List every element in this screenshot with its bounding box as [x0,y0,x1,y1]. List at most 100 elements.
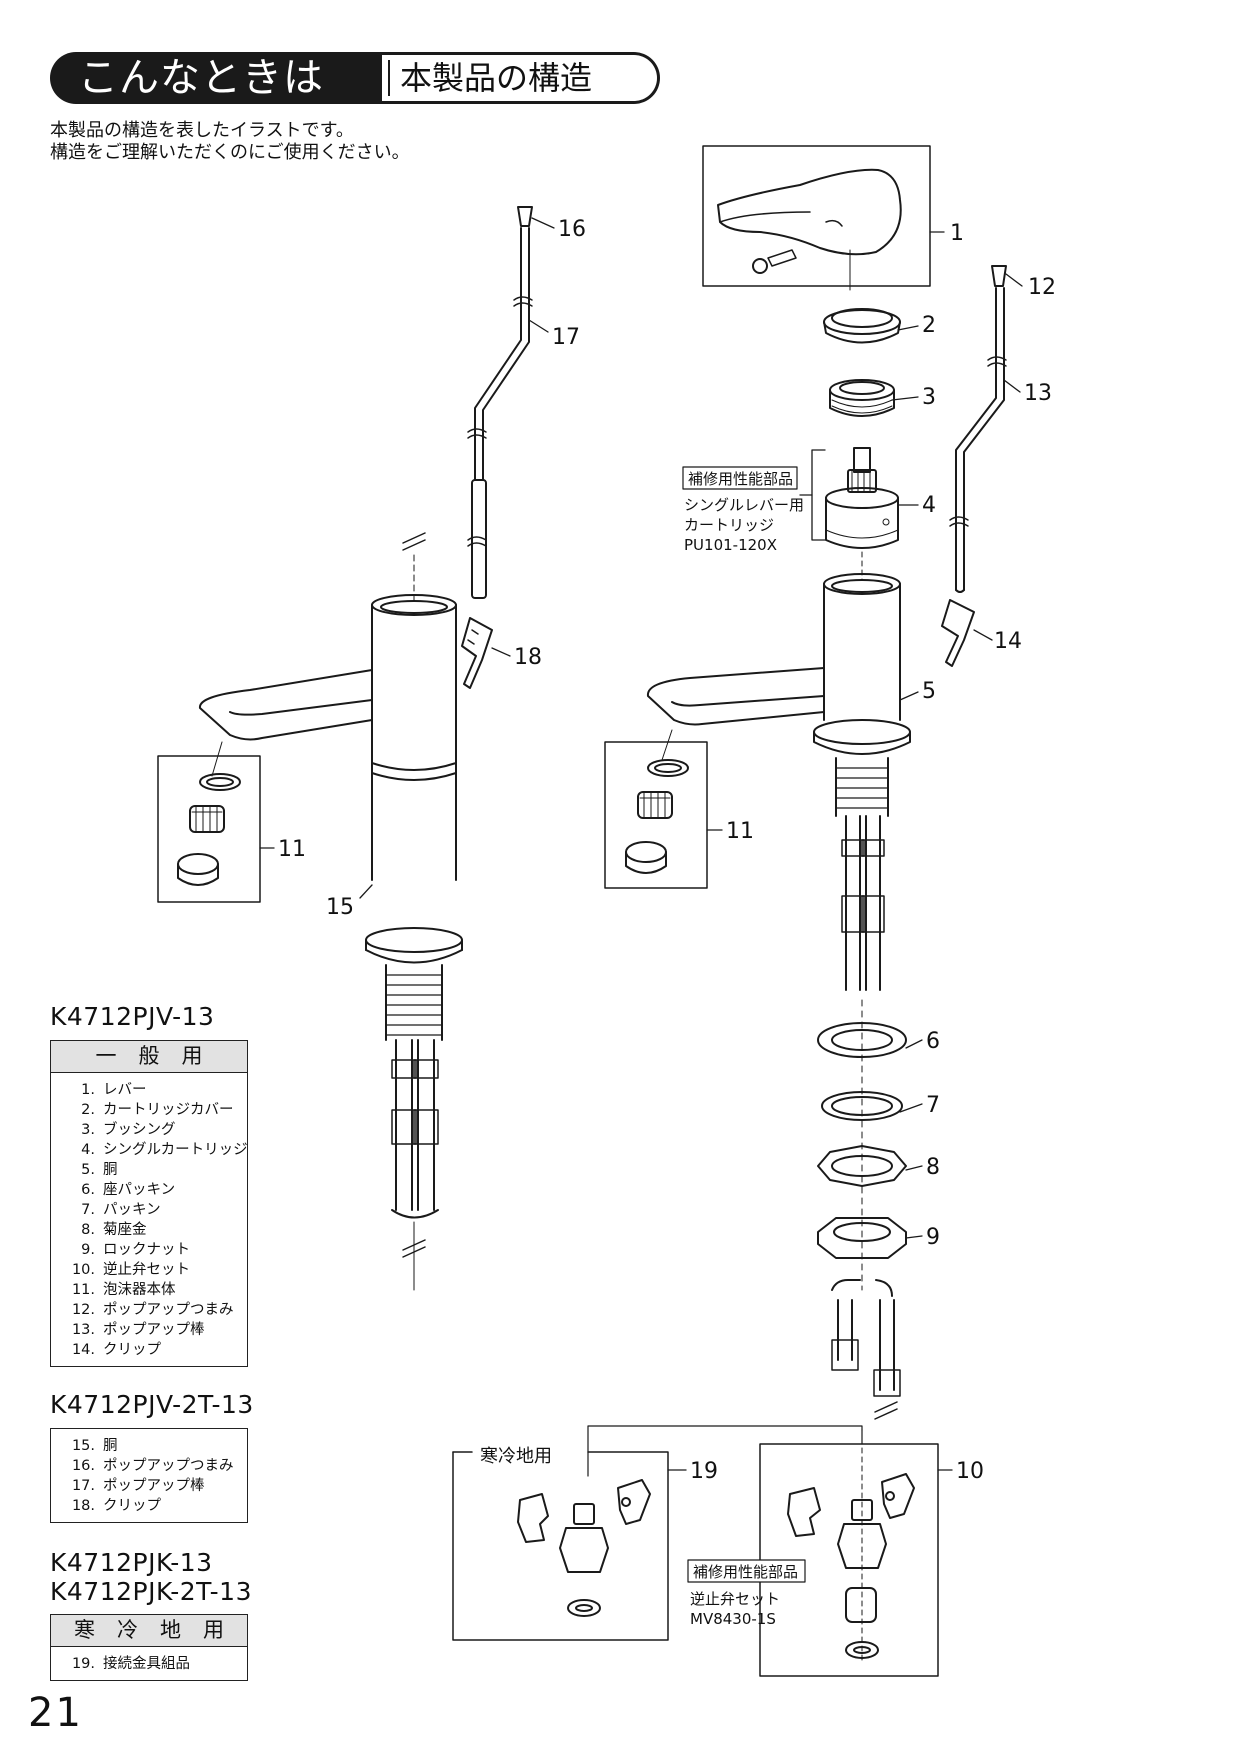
popup-knob-16-illustration [517,206,533,227]
parts-item-label: クリップ [103,1342,161,1358]
parts-list-item: 15. 胴 [59,1436,247,1456]
parts-table-cold-header: 寒冷地用 [51,1615,247,1647]
parts-list-item: 7. パッキン [59,1200,247,1220]
parts-item-label: 胴 [103,1162,118,1178]
callout-2: 2 [922,313,936,338]
parts-list-item: 3.ブッシング [59,1120,247,1140]
parts-item-number: 14. [71,1342,95,1358]
parts-item-number: 7. [81,1202,95,1218]
parts-item-label: パッキン [103,1202,161,1218]
parts-item-label: ポップアップつまみ [103,1302,234,1318]
cartridge-badge: 補修用性能部品 [688,470,793,488]
callout-11-left: 11 [278,837,306,862]
parts-item-number: 12. [71,1302,95,1318]
parts-item-label: 逆止弁セット [103,1262,190,1278]
callout-12: 12 [1028,275,1056,300]
parts-item-label: ポップアップ棒 [103,1478,205,1494]
right-faucet-assembly [604,145,1007,1420]
leader-lines [259,217,1023,1471]
cartridge-line-1: シングルレバー用 [684,496,804,514]
valve-boxes [452,1425,939,1677]
valve-code: MV8430-1S [690,1610,776,1628]
model-name-2: K4712PJV-2T-13 [50,1390,254,1419]
parts-list-item: 11. 泡沫器本体 [59,1280,247,1300]
parts-list-cold: 19. 接続金具組品 [51,1647,247,1680]
parts-item-number: 19. [71,1656,95,1672]
model-name-3a: K4712PJK-13 [50,1548,213,1577]
parts-item-number: 8. [81,1222,95,1238]
parts-item-label: シングルカートリッジ [103,1142,248,1158]
lock-nut-9-illustration [817,1217,907,1259]
page-number: 21 [28,1690,83,1736]
parts-item-number: 18. [71,1498,95,1514]
parts-item-number: 16. [71,1458,95,1474]
parts-item-number: 2. [81,1102,95,1118]
parts-table-cold: 寒冷地用 19. 接続金具組品 [50,1614,248,1681]
body-5-illustration [823,583,901,721]
parts-item-label: 泡沫器本体 [103,1282,176,1298]
callout-19: 19 [690,1459,718,1484]
callout-14: 14 [994,629,1022,654]
parts-item-number: 1. [81,1082,95,1098]
parts-item-number: 11. [71,1282,95,1298]
parts-item-number: 13. [71,1322,95,1338]
callout-7: 7 [926,1093,940,1118]
cartridge-4-illustration [853,447,871,473]
intro-line-2: 構造をご理解いただくのにご使用ください。 [50,142,410,163]
callout-9: 9 [926,1225,940,1250]
callout-4: 4 [922,493,936,518]
parts-item-label: 座パッキン [103,1182,176,1198]
callout-3: 3 [922,385,936,410]
callout-numbers: 1 2 3 4 5 6 7 8 9 10 11 11 12 13 14 15 1… [278,217,1056,1484]
model-name-1: K4712PJV-13 [50,1002,215,1031]
model-name-3b: K4712PJK-2T-13 [50,1577,252,1606]
header-title-white: 本製品の構造 [382,52,660,104]
parts-item-label: ポップアップつまみ [103,1458,234,1474]
parts-item-number: 9. [81,1242,95,1258]
lever-1-illustration [717,168,902,256]
parts-item-number: 15. [71,1438,95,1454]
parts-item-label: 胴 [103,1438,118,1454]
parts-item-number: 6. [81,1182,95,1198]
parts-table-general-header: 一般用 [51,1041,247,1073]
callout-17: 17 [552,325,580,350]
washer-8-illustration [817,1145,907,1187]
parts-item-label: ロックナット [103,1242,190,1258]
parts-item-label: 菊座金 [103,1222,147,1238]
popup-rod-13-illustration [955,287,1005,591]
cold-region-label: 寒冷地用 [480,1446,552,1467]
parts-list-item: 2. カートリッジカバー [59,1100,247,1120]
intro-line-1: 本製品の構造を表したイラストです。 [50,120,354,141]
valve-line-1: 逆止弁セット [690,1590,780,1608]
parts-list-item: 19. 接続金具組品 [59,1654,247,1674]
callout-15: 15 [326,895,354,920]
section-header: こんなときは 本製品の構造 [50,52,660,104]
parts-item-label: 接続金具組品 [103,1656,190,1672]
parts-list-item: 8. 菊座金 [59,1220,247,1240]
part-labels: 補修用性能部品 シングルレバー用 カートリッジ PU101-120X 寒冷地用 … [480,466,806,1628]
parts-list-item: 6. 座パッキン [59,1180,247,1200]
parts-item-label: カートリッジカバー [103,1102,234,1118]
callout-10: 10 [956,1459,984,1484]
valve-badge: 補修用性能部品 [693,1563,798,1581]
callout-13: 13 [1024,381,1052,406]
popup-knob-12-illustration [991,265,1007,287]
parts-list-item: 14. クリップ [59,1340,247,1360]
parts-item-number: 5. [81,1162,95,1178]
clip-14-illustration [941,599,975,667]
parts-item-number: 17. [71,1478,95,1494]
clip-18-illustration [461,617,493,689]
callout-11-right: 11 [726,819,754,844]
lever-box [702,145,931,287]
parts-item-label: レバー [103,1082,147,1098]
parts-list-item: 5. 胴 [59,1160,247,1180]
parts-list-item: 17. ポップアップ棒 [59,1476,247,1496]
cartridge-line-2: カートリッジ [684,516,774,534]
callout-16: 16 [558,217,586,242]
callout-18: 18 [514,645,542,670]
